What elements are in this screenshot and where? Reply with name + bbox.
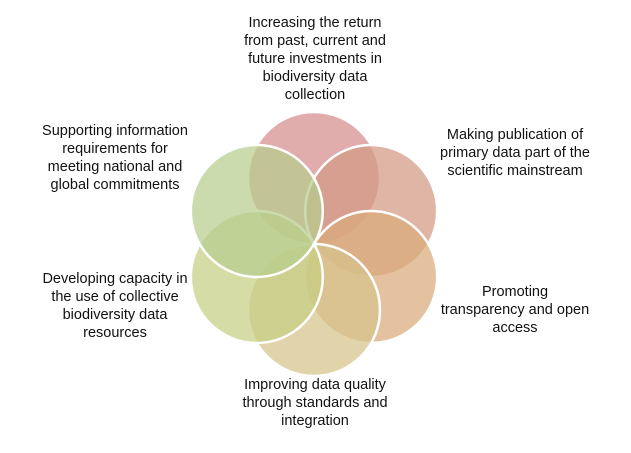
label-making-publication: Making publication of primary data part … <box>440 127 590 179</box>
petal-circle-upper-left <box>189 143 325 279</box>
label-supporting-information: Supporting information requirements for … <box>42 123 188 193</box>
label-promoting-transparency: Promoting transparency and open access <box>440 284 590 336</box>
label-increasing-return: Increasing the return from past, current… <box>244 15 386 103</box>
label-improving-data-quality: Improving data quality through standards… <box>242 377 388 429</box>
label-developing-capacity: Developing capacity in the use of collec… <box>42 271 188 341</box>
